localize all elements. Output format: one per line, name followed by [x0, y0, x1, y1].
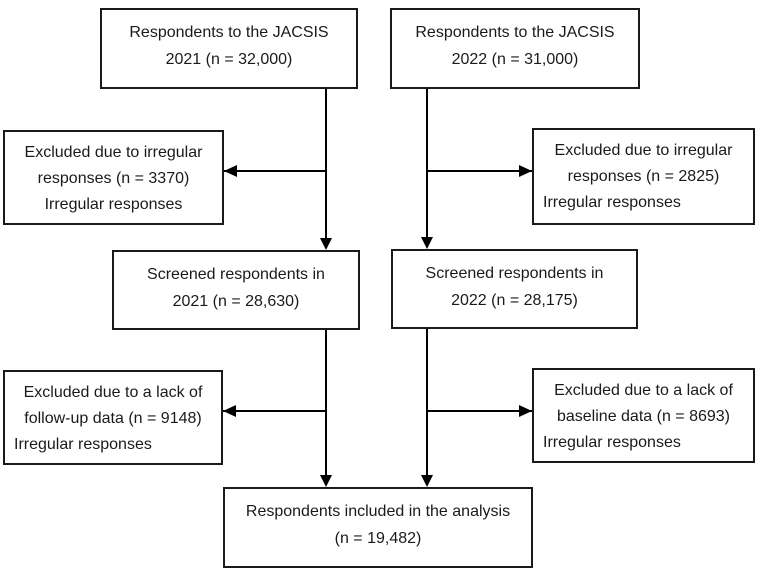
box-excluded-irregular-2021: Excluded due to irregular responses (n =… — [3, 130, 224, 225]
box-text-line-1: Excluded due to a lack of — [554, 382, 733, 399]
box-text-line-2: baseline data (n = 8693) — [556, 408, 730, 425]
arrowhead-left-icon — [224, 165, 237, 177]
box-text-line-2: 2022 (n = 31,000) — [451, 51, 579, 68]
box-text-line-2: 2022 (n = 28,175) — [451, 292, 578, 309]
box-text-line-1: Excluded due to irregular — [554, 142, 733, 159]
box-screened-2021: Screened respondents in 2021 (n = 28,630… — [112, 250, 360, 330]
box-text-line-3: Irregular responses — [543, 434, 681, 451]
box-text-line-2: follow-up data (n = 9148) — [24, 410, 202, 427]
arrow-line-2021-to-screened — [325, 89, 327, 238]
box-text-line-1: Screened respondents in — [147, 266, 325, 283]
box-text-line-1: Excluded due to a lack of — [23, 384, 203, 401]
arrowhead-down-icon — [320, 238, 332, 250]
box-text-line-2: (n = 19,482) — [334, 530, 422, 547]
arrowhead-right-icon — [519, 165, 532, 177]
arrow-line-to-excluded-irregular-2022 — [427, 170, 532, 172]
arrowhead-down-icon — [320, 475, 332, 487]
box-text-line-2: responses (n = 3370) — [37, 170, 190, 187]
box-text-line-1: Excluded due to irregular — [24, 144, 203, 161]
arrow-line-to-excluded-irregular-2021 — [224, 170, 326, 172]
box-text-line-3: Irregular responses — [543, 194, 681, 211]
box-text-line-2: 2021 (n = 28,630) — [172, 293, 300, 310]
arrowhead-down-icon — [421, 475, 433, 487]
box-excluded-followup-2021: Excluded due to a lack of follow-up data… — [3, 370, 223, 465]
box-excluded-baseline-2022: Excluded due to a lack of baseline data … — [532, 368, 755, 463]
box-text-line-2: 2021 (n = 32,000) — [165, 51, 293, 68]
arrowhead-left-icon — [223, 405, 236, 417]
arrowhead-right-icon — [519, 405, 532, 417]
arrow-line-2022-to-screened — [426, 89, 428, 237]
box-text-line-1: Respondents to the JACSIS — [415, 24, 615, 41]
arrow-line-to-excluded-baseline-2022 — [427, 410, 532, 412]
arrow-line-screened-2022-to-final — [426, 329, 428, 476]
box-included-analysis: Respondents included in the analysis (n … — [223, 487, 533, 568]
arrowhead-down-icon — [421, 237, 433, 249]
box-text-line-1: Respondents to the JACSIS — [129, 24, 329, 41]
box-respondents-jacsis-2022: Respondents to the JACSIS 2022 (n = 31,0… — [390, 8, 640, 89]
box-screened-2022: Screened respondents in 2022 (n = 28,175… — [391, 249, 638, 329]
box-text-line-3: Irregular responses — [14, 436, 152, 453]
arrow-line-screened-2021-to-final — [325, 330, 327, 476]
box-text-line-1: Screened respondents in — [425, 265, 604, 282]
box-text-line-3: Irregular responses — [44, 196, 183, 213]
arrow-line-to-excluded-followup-2021 — [223, 410, 326, 412]
box-text-line-2: responses (n = 2825) — [567, 168, 720, 185]
box-text-line-1: Respondents included in the analysis — [245, 503, 511, 520]
box-excluded-irregular-2022: Excluded due to irregular responses (n =… — [532, 128, 755, 225]
box-respondents-jacsis-2021: Respondents to the JACSIS 2021 (n = 32,0… — [100, 8, 358, 89]
